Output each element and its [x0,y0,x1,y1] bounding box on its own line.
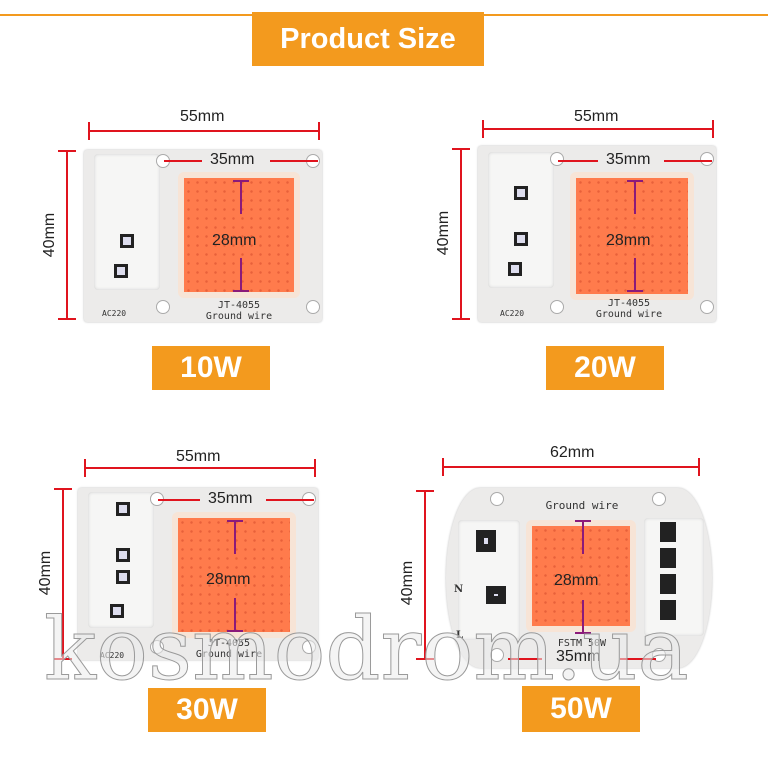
ground-text: Ground wire [195,649,263,660]
wattage-badge: 10W [152,346,270,390]
height-dimension [416,490,434,660]
ic-chip [110,604,124,618]
mount-hole [700,152,714,166]
led-width-dimension [266,499,314,501]
led-width-dimension [664,160,712,162]
led-width-dimension [270,160,318,162]
mount-hole [550,300,564,314]
height-dimension [54,488,72,660]
height-label: 40mm [435,210,453,256]
ic-chip [660,522,676,542]
led-height-label: 28mm [606,232,651,249]
width-label: 55mm [574,108,619,125]
width-label: 62mm [550,444,595,461]
marking-text: JT-4055 [207,638,251,649]
led-array [526,520,636,632]
ic-chip [116,548,130,562]
ic-chip [508,262,522,276]
n-terminal-label: N [454,584,464,595]
led-width-label: 35mm [210,151,255,168]
marking-text: JT-4055 [607,298,651,309]
mount-hole [490,492,504,506]
mount-hole [490,648,504,662]
mount-hole [550,152,564,166]
ic-chip [116,570,130,584]
ground-text: Ground wire [205,311,273,322]
led-array [178,172,300,298]
mount-hole [700,300,714,314]
width-label: 55mm [180,108,225,125]
ac-label: AC220 [500,309,525,318]
ic-chip [116,502,130,516]
height-label: 40mm [37,550,55,596]
watermark: kosmodrom.ua [44,600,690,701]
height-dimension [58,150,76,320]
led-height-dimension [575,600,591,634]
height-label: 40mm [41,212,59,258]
led-height-label: 28mm [554,572,599,589]
wattage-badge: 50W [522,686,640,732]
ic-chip [514,232,528,246]
ac-label: AC220 [102,309,127,318]
ground-text: Ground wire [595,309,663,320]
led-height-dimension [227,520,243,554]
cob-board: Ground wire FSTM 50W N L [446,488,712,668]
ic-chip [120,234,134,248]
ic-chip [660,548,676,568]
led-height-label: 28mm [206,571,251,588]
led-height-dimension [233,180,249,214]
ic-chip [114,264,128,278]
l-terminal-label: L [456,630,464,641]
led-height-dimension [627,180,643,214]
led-width-label: 35mm [556,648,601,665]
ic-chip [514,186,528,200]
led-height-dimension [575,520,591,554]
width-label: 55mm [176,448,221,465]
ic-chip [476,530,496,552]
led-width-dimension [558,160,598,162]
wattage-badge: 20W [546,346,664,390]
mount-hole [652,492,666,506]
height-dimension [452,148,470,320]
led-width-dimension [158,499,200,501]
led-height-dimension [627,258,643,292]
height-label: 40mm [399,560,417,606]
ic-chip [660,574,676,594]
width-dimension [84,459,316,477]
mount-hole [302,640,316,654]
led-width-dimension [508,658,542,660]
led-height-label: 28mm [212,232,257,249]
led-width-dimension [620,658,656,660]
marking-text: JT-4055 [217,300,261,311]
ic-chip [486,586,506,604]
wattage-badge: 30W [148,688,266,732]
board-marking: FSTM 50W [557,638,607,649]
width-dimension [442,458,700,476]
led-height-dimension [233,258,249,292]
page-title: Product Size [252,12,484,66]
ic-chip [660,600,676,620]
led-width-dimension [164,160,202,162]
mount-hole [150,640,164,654]
led-array [570,172,694,300]
mount-hole [306,300,320,314]
led-height-dimension [227,598,243,632]
width-dimension [482,120,714,138]
ac-label: AC220 [100,651,125,660]
led-width-label: 35mm [208,490,253,507]
mount-hole [156,300,170,314]
ground-label: Ground wire [545,499,619,512]
led-width-label: 35mm [606,151,651,168]
width-dimension [88,122,320,140]
